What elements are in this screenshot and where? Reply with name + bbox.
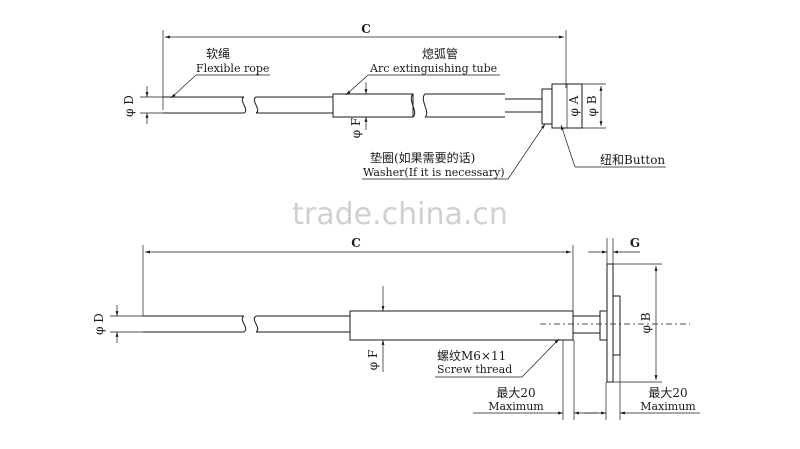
top-dim-a: φ A — [567, 95, 581, 116]
tube-label-cn: 熄弧管 — [422, 46, 458, 61]
watermark-text: trade.china.cn — [292, 197, 508, 232]
button-label: 纽和Button — [600, 153, 665, 167]
bottom-dim-d: φ D — [92, 313, 106, 335]
max-left-cn: 最大20 — [496, 386, 535, 400]
thread-label-cn: 螺纹M6×11 — [437, 349, 506, 363]
bottom-button-boss — [612, 295, 621, 356]
button-leader — [560, 124, 576, 168]
washer-label-cn: 垫圈(如果需要的话) — [370, 150, 475, 165]
top-drawing: C φ D φ F φ A φ B — [122, 22, 666, 180]
max-right-cn: 最大20 — [648, 386, 687, 400]
tube-label-en: Arc extinguishing tube — [369, 62, 497, 75]
rope-break-2 — [253, 96, 259, 114]
bottom-dim-f: φ F — [366, 350, 380, 371]
screw-thread — [572, 315, 601, 334]
washer — [541, 88, 553, 125]
tube-break-1 — [410, 93, 416, 118]
bottom-dim-g: G — [630, 236, 640, 250]
arc-tube — [332, 93, 414, 118]
bottom-rope-break-1 — [241, 315, 247, 333]
max-right-en: Maximum — [640, 400, 696, 413]
bottom-button-disc — [606, 263, 614, 383]
rope-break-1 — [241, 96, 247, 114]
bottom-dim-b: φ B — [639, 312, 653, 333]
bottom-dim-c: C — [351, 236, 361, 250]
max-left-en: Maximum — [488, 400, 544, 413]
top-dim-f: φ F — [349, 118, 363, 139]
rope-leader — [170, 74, 197, 99]
top-dim-d: φ D — [122, 95, 136, 117]
thread-leader — [521, 338, 560, 378]
bottom-rope-break-2 — [253, 315, 259, 333]
tube-break-2 — [422, 93, 428, 118]
washer-label-en: Washer(If it is necessary) — [363, 166, 505, 179]
thread-label-en: Screw thread — [437, 363, 512, 376]
rope-label-cn: 软绳 — [206, 47, 230, 61]
rope-label-en: Flexible rope — [196, 62, 269, 75]
washer-leader — [507, 123, 546, 180]
bottom-drawing: C φ D φ F φ B — [92, 236, 700, 420]
top-dim-b: φ B — [585, 95, 599, 116]
bottom-button-inner — [599, 310, 608, 341]
bottom-tube — [349, 310, 574, 341]
tube-leader — [345, 74, 369, 96]
top-dim-c: C — [361, 22, 371, 36]
